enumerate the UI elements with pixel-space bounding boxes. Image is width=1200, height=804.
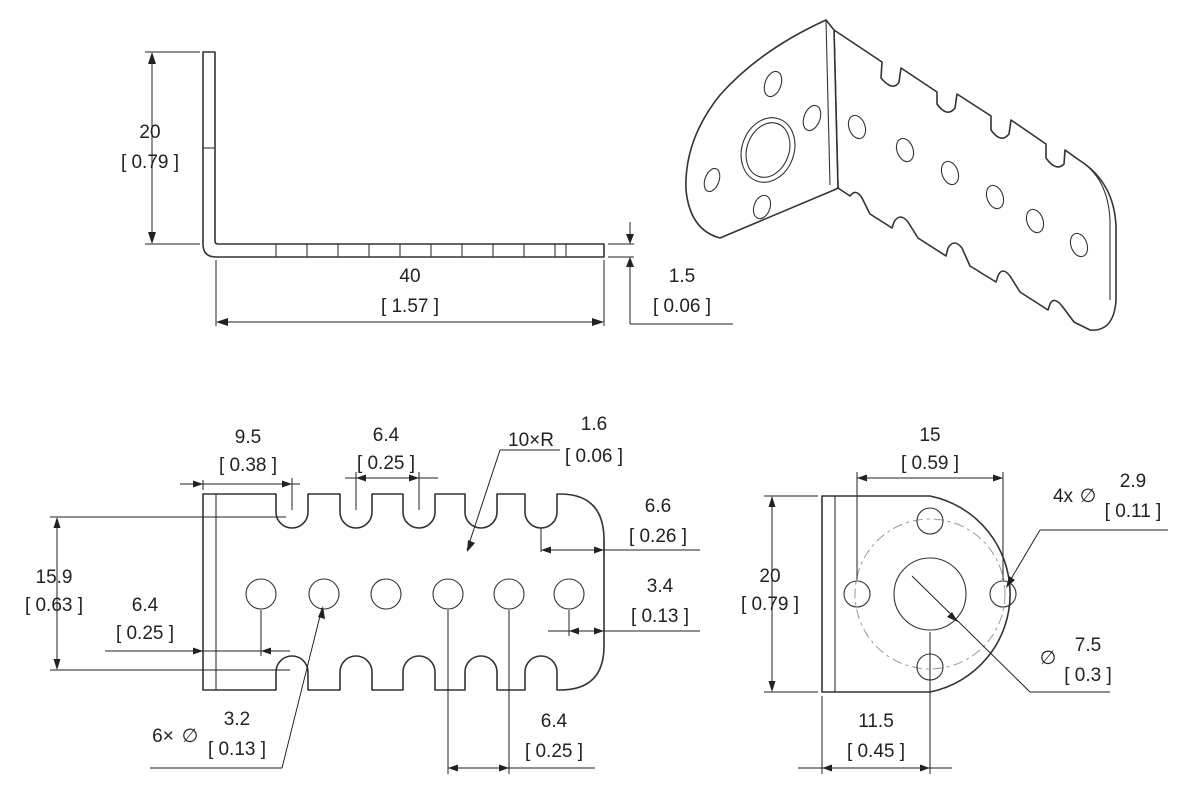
bolt-dia-symbol: ∅ <box>1080 486 1097 507</box>
slot-radius-mm: 1.6 <box>581 414 607 435</box>
side-thickness-mm: 1.5 <box>669 266 695 287</box>
slot-pitch-in: [ 0.25 ] <box>357 453 415 474</box>
side-thickness-dimension <box>608 222 733 325</box>
side-profile <box>202 51 605 258</box>
iso-mount-plate <box>685 19 839 239</box>
center-offset-mm: 11.5 <box>858 711 894 732</box>
dim-mount-height <box>764 495 818 693</box>
hole-pitch-mm: 6.4 <box>541 711 568 732</box>
isometric-view <box>685 19 1117 331</box>
mount-height-mm: 20 <box>759 566 780 587</box>
side-view: 20 [ 0.79 ] 40 [ 1.57 ] 1.5 [ 0.06 ] <box>121 51 733 326</box>
iso-leg-holes <box>847 114 1089 258</box>
dim-hole-pitch <box>447 610 595 774</box>
bolt-spacing-mm: 15 <box>919 425 940 446</box>
flat-view: 9.5 [ 0.38 ] 6.4 [ 0.25 ] 10×R 1.6 [ 0.0… <box>25 414 700 774</box>
dim-hole-offset-y <box>548 610 700 636</box>
slot-pitch-mm: 6.4 <box>373 425 400 446</box>
mount-outline <box>821 495 1011 693</box>
bolt-dia-mm: 2.9 <box>1120 471 1146 492</box>
dim-slot-pitch <box>345 472 438 510</box>
hole-offset-y-mm: 3.4 <box>647 576 674 597</box>
side-thickness-in: [ 0.06 ] <box>653 296 711 317</box>
side-length-mm: 40 <box>399 266 420 287</box>
hole-offset-x-mm: 6.4 <box>132 595 159 616</box>
slot-radius-in: [ 0.06 ] <box>565 446 623 467</box>
slot-radius-prefix: 10×R <box>508 430 554 451</box>
mount-height-in: [ 0.79 ] <box>741 594 799 615</box>
center-hole-dia-in: [ 0.3 ] <box>1064 665 1112 686</box>
flat-height-in: [ 0.63 ] <box>25 595 83 616</box>
bolt-dia-in: [ 0.11 ] <box>1105 501 1162 522</box>
dim-slot-radius <box>466 449 560 552</box>
dim-hole-offset-x <box>105 610 290 656</box>
dim-bolt-diameter <box>1006 529 1168 588</box>
edge-to-slot-in: [ 0.38 ] <box>219 455 277 476</box>
end-offset-in: [ 0.26 ] <box>629 526 687 547</box>
center-hole-dia-symbol: ∅ <box>1040 648 1057 669</box>
bolt-circle <box>854 518 1006 670</box>
iso-flat-leg <box>833 29 1117 331</box>
dim-end-offset <box>540 528 700 556</box>
flat-holes <box>245 578 585 610</box>
side-slot-marks <box>275 244 567 257</box>
hole-dia-mm: 3.2 <box>224 709 250 730</box>
center-offset-in: [ 0.45 ] <box>847 741 905 762</box>
flat-outline <box>202 493 605 691</box>
side-length-in: [ 1.57 ] <box>381 296 439 317</box>
end-offset-mm: 6.6 <box>645 496 671 517</box>
center-hole-dia-mm: 7.5 <box>1075 635 1101 656</box>
side-height-dimension <box>145 51 200 245</box>
bolt-spacing-in: [ 0.59 ] <box>901 453 959 474</box>
bolt-count-prefix: 4x <box>1053 486 1074 507</box>
dim-edge-to-slot <box>180 478 300 510</box>
dim-center-hole <box>911 575 1110 693</box>
dim-hole-diameter <box>150 606 325 769</box>
side-height-in: [ 0.79 ] <box>121 152 179 173</box>
dim-bolt-spacing <box>856 472 1004 580</box>
hole-dia-in: [ 0.13 ] <box>208 739 266 760</box>
flat-height-mm: 15.9 <box>36 567 73 588</box>
iso-plate-holes <box>703 70 822 220</box>
hole-count-prefix: 6× <box>152 726 174 747</box>
mount-view: 15 [ 0.59 ] 4x ∅ 2.9 [ 0.11 ] 20 [ 0.79 … <box>741 425 1168 774</box>
hole-offset-x-in: [ 0.25 ] <box>116 623 174 644</box>
dim-center-offset <box>798 632 952 774</box>
hole-pitch-in: [ 0.25 ] <box>525 741 583 762</box>
side-height-mm: 20 <box>139 122 160 143</box>
side-length-dimension <box>215 260 605 326</box>
dim-flat-height <box>50 516 290 671</box>
hole-dia-symbol: ∅ <box>182 726 199 747</box>
edge-to-slot-mm: 9.5 <box>235 427 261 448</box>
hole-offset-y-in: [ 0.13 ] <box>631 606 689 627</box>
